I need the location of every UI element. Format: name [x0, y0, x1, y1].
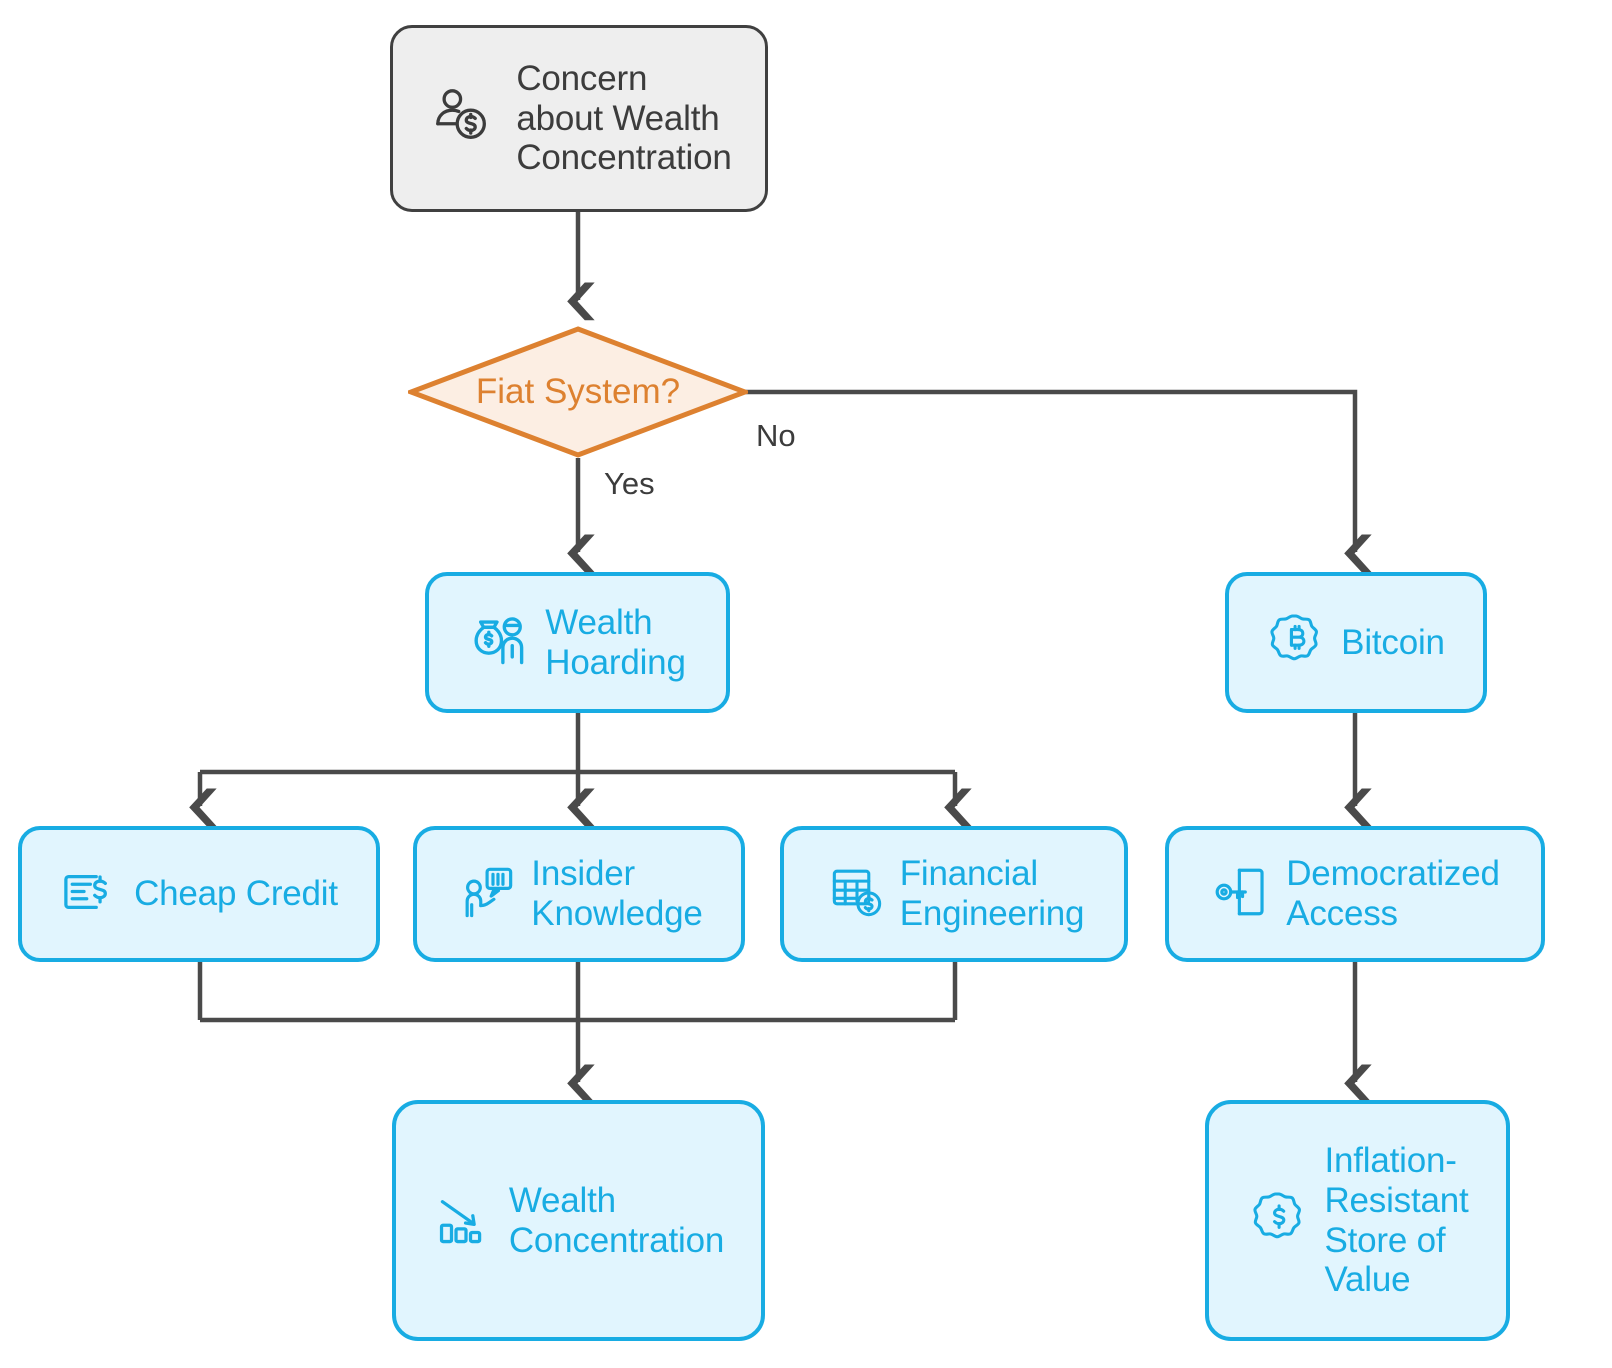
person-dollar-icon: [432, 85, 494, 152]
node-wealth-hoarding[interactable]: Wealth Hoarding: [425, 572, 730, 713]
node-label: Wealth Hoarding: [545, 602, 686, 682]
node-inflation-resistant-store-of-value[interactable]: Inflation- Resistant Store of Value: [1205, 1100, 1510, 1341]
node-label: Cheap Credit: [134, 874, 338, 914]
spreadsheet-dollar-icon: [828, 863, 886, 926]
check-dollar-icon: [60, 863, 118, 926]
key-door-icon: [1214, 863, 1272, 926]
node-label: Fiat System?: [475, 372, 681, 411]
node-label: Bitcoin: [1341, 622, 1445, 662]
node-label: Concern about Wealth Concentration: [516, 58, 732, 178]
node-concern-about-wealth-concentration[interactable]: Concern about Wealth Concentration: [390, 25, 768, 212]
node-insider-knowledge[interactable]: Insider Knowledge: [413, 826, 745, 962]
node-label: Financial Engineering: [899, 854, 1085, 933]
edge-decision-no: [742, 389, 1372, 573]
node-label: Democratized Access: [1286, 854, 1500, 933]
node-democratized-access[interactable]: Democratized Access: [1165, 826, 1545, 962]
node-fiat-system-decision[interactable]: Fiat System?: [408, 326, 748, 458]
node-financial-engineering[interactable]: Financial Engineering: [780, 826, 1128, 962]
person-presentation-icon: [459, 863, 517, 926]
node-wealth-concentration[interactable]: Wealth Concentration: [392, 1100, 765, 1341]
edge-label-yes: Yes: [604, 466, 655, 501]
declining-bars-arrow-icon: [437, 1189, 495, 1252]
node-label: Insider Knowledge: [531, 854, 703, 933]
node-cheap-credit[interactable]: Cheap Credit: [18, 826, 380, 962]
node-label: Inflation- Resistant Store of Value: [1324, 1140, 1469, 1300]
money-bag-person-icon: [471, 610, 531, 675]
edge-label-no: No: [756, 418, 796, 453]
node-bitcoin[interactable]: Bitcoin: [1225, 572, 1487, 713]
bitcoin-badge-icon: [1267, 611, 1325, 674]
dollar-badge-icon: [1250, 1189, 1308, 1252]
node-label: Wealth Concentration: [508, 1180, 725, 1260]
diamond-shape: [408, 326, 748, 458]
